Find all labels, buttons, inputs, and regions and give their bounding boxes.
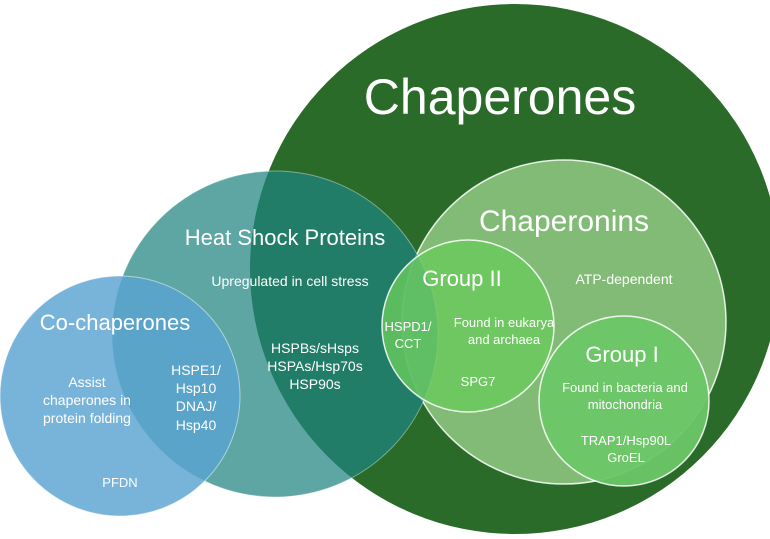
- co-chaperones-title: Co-chaperones: [39, 310, 191, 335]
- co-chaperones-note: Assist chaperones in protein folding: [43, 374, 131, 427]
- chaperonins-note: ATP-dependent: [575, 271, 673, 287]
- group-one-title: Group I: [585, 342, 659, 367]
- group-one-members: TRAP1/Hsp90L GroEL: [580, 433, 672, 465]
- chaperonins-title: Chaperonins: [478, 205, 650, 238]
- co-chaperones-member: PFDN: [102, 475, 138, 490]
- heat-shock-proteins-title: Heat Shock Proteins: [184, 225, 386, 250]
- heat-shock-proteins-note: Upregulated in cell stress: [211, 273, 369, 289]
- group-two-circle: [381, 239, 555, 413]
- group-two-member: SPG7: [460, 374, 496, 389]
- group-one-note: Found in bacteria and mitochondria: [562, 380, 688, 412]
- group-two-shared-members: HSPD1/ CCT: [384, 319, 432, 351]
- group-two-note: Found in eukarya and archaea: [453, 315, 555, 347]
- group-one-circle: [538, 315, 710, 487]
- co-chaperones-shared-members: HSPE1/ Hsp10 DNAJ/ Hsp40: [171, 362, 221, 433]
- group-two-title: Group II: [422, 266, 502, 291]
- co-chaperones-circle: [0, 275, 241, 517]
- chaperones-title: Chaperones: [363, 69, 637, 125]
- heat-shock-proteins-members: HSPBs/sHsps HSPAs/Hsp70s HSP90s: [267, 340, 363, 393]
